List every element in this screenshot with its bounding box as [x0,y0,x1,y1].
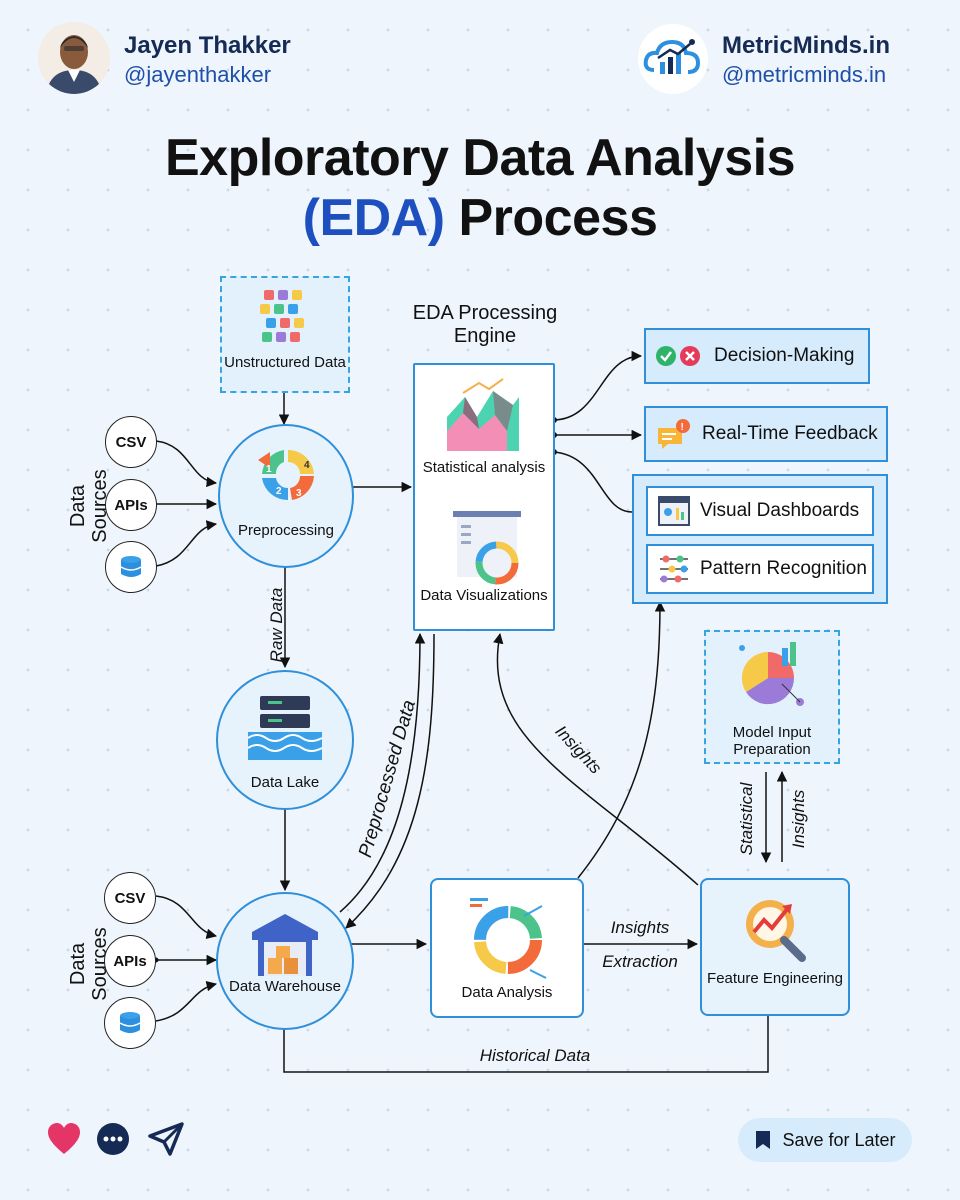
page-title-line2: (EDA) Process [0,188,960,248]
eda-engine-node: Statistical analysis Data Visualizations [413,363,555,631]
data-visualizations-label: Data Visualizations [420,587,548,604]
brand-logo [638,24,708,94]
data-lake-node: Data Lake [216,670,354,810]
send-icon[interactable] [148,1122,184,1156]
raw-data-label: Raw Data [267,587,286,663]
realtime-feedback-box: ! Real-Time Feedback [644,406,888,462]
svg-text:2: 2 [276,486,282,497]
data-analysis-node: Data Analysis [430,878,584,1018]
edge-preprocessed-down [345,633,435,929]
statistical-label: Statistical [737,782,756,856]
notification-chat-icon: ! [658,419,690,449]
data-lake-label: Data Lake [250,774,320,791]
edge-db-warehouse [155,981,218,1022]
database-source-top [105,541,157,593]
unstructured-data-node: Unstructured Data [220,276,350,393]
database-source-bottom [104,997,156,1049]
author-handle[interactable]: @jayenthakker [124,62,272,87]
warehouse-icon [252,914,318,976]
apis-source-top: APIs [105,479,157,531]
save-for-later-button[interactable]: Save for Later [738,1118,912,1162]
insights-up-label: Insights [789,789,808,849]
pattern-icon [660,555,688,583]
comment-icon[interactable] [96,1122,130,1156]
bookmark-icon [756,1131,771,1149]
title-accent: (EDA) [302,189,445,247]
svg-text:4: 4 [304,460,310,471]
statistical-chart-icon [447,378,519,451]
brand-name: MetricMinds.in [722,32,891,59]
decision-making-box: Decision-Making [644,328,870,384]
edge-db-preprocessing [155,520,218,567]
unstructured-data-label: Unstructured Data [224,354,346,371]
heart-icon[interactable] [46,1122,82,1156]
cycle-steps-icon: 4 3 2 1 [258,449,314,501]
csv-source-bottom: CSV [104,872,156,924]
preprocessing-label: Preprocessing [238,522,334,539]
edge-csv-warehouse [155,895,218,939]
analysis-donut-icon [470,898,547,979]
svg-text:1: 1 [266,464,272,475]
author-avatar [38,22,110,94]
decision-making-label: Decision-Making [714,345,855,366]
edge-historical [283,1014,769,1073]
dashboards-group-box: Visual Dashboards Pattern Recognition [632,474,888,604]
apis-source-bottom: APIs [104,935,156,987]
realtime-feedback-label: Real-Time Feedback [702,423,878,444]
insights-extraction-label-2: Extraction [602,952,678,971]
save-for-later-label: Save for Later [782,1129,896,1150]
pattern-recognition-box: Pattern Recognition [646,544,874,594]
edge-analysis-patterns [577,600,666,879]
insights-extraction-label-1: Insights [610,918,670,937]
edge-csv-preprocessing [155,440,218,488]
server-lake-icon [248,696,322,760]
database-icon [120,556,142,577]
title-rest: Process [444,189,658,247]
edge-dashboards [552,451,633,513]
svg-text:3: 3 [296,488,302,499]
model-input-label: Model Input Preparation [732,724,812,758]
edge-decision [552,350,643,421]
statistical-analysis-label: Statistical analysis [422,459,546,476]
edge-preprocessed-up [339,632,426,913]
feature-engineering-label: Feature Engineering [707,970,843,987]
edge-insights-curve [493,632,699,886]
check-cross-icon [656,346,700,366]
dashboard-icon [658,496,690,526]
data-warehouse-label: Data Warehouse [228,978,341,995]
csv-source-top: CSV [105,416,157,468]
data-analysis-label: Data Analysis [461,984,553,1001]
author-name: Jayen Thakker [124,32,291,59]
feature-engineering-node: Feature Engineering [700,878,850,1016]
pattern-recognition-label: Pattern Recognition [700,558,867,579]
visual-dashboards-box: Visual Dashboards [646,486,874,536]
page-title-line1: Exploratory Data Analysis [164,129,796,187]
model-input-node: Model Input Preparation [704,630,840,764]
database-icon [119,1012,141,1033]
preprocessing-node: 4 3 2 1 Preprocessing [218,424,354,568]
engine-title: EDA Processing Engine [412,302,558,347]
magnifier-trend-icon [746,900,806,962]
blocks-icon [260,290,304,342]
brand-handle[interactable]: @metricminds.in [722,62,887,87]
pie-bar-icon [739,642,804,706]
data-warehouse-node: Data Warehouse [216,892,354,1030]
historical-data-label: Historical Data [479,1046,591,1065]
svg-text:!: ! [681,422,684,433]
visual-dashboards-label: Visual Dashboards [700,500,860,521]
visualization-chart-icon [453,511,521,585]
